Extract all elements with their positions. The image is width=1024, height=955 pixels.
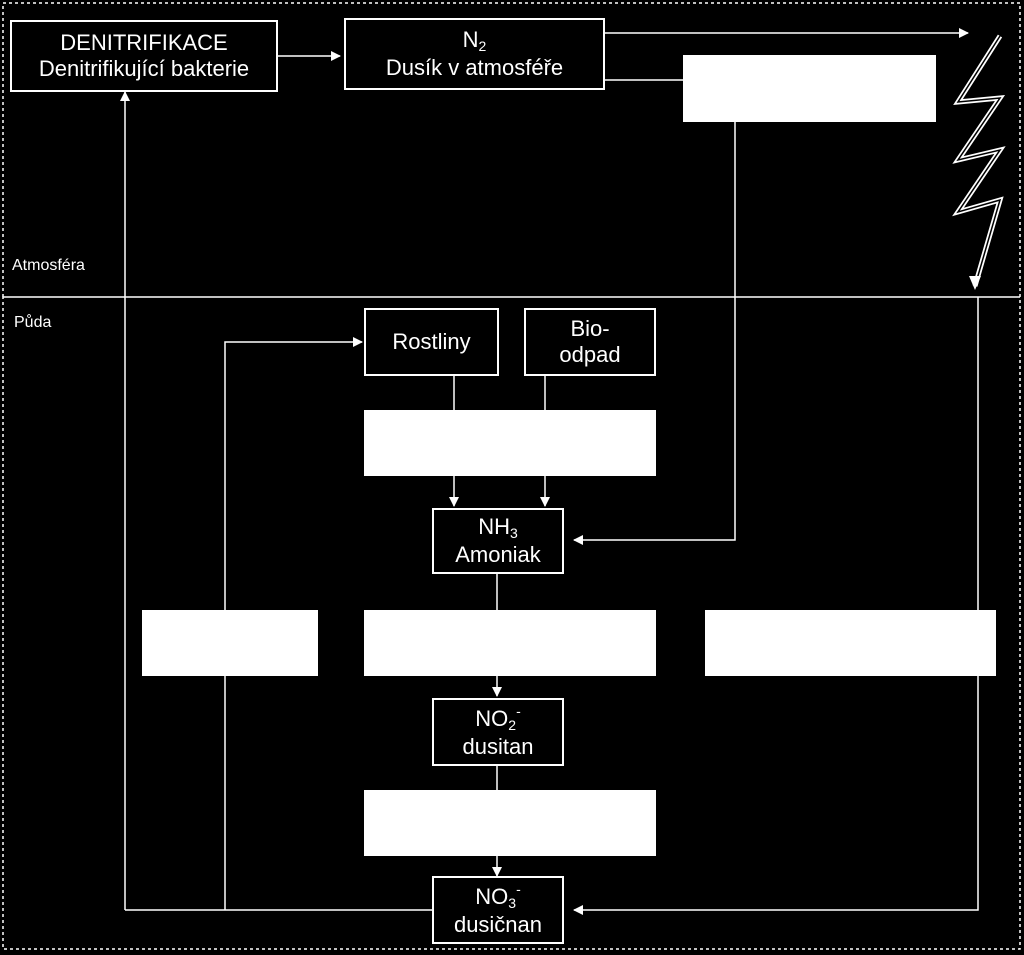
node-plants: Rostliny [364, 308, 499, 376]
node-denitrification: DENITRIFIKACE Denitrifikující bakterie [10, 20, 278, 92]
region-label-soil: Půda [14, 314, 52, 331]
node-ammonia: NH3 Amoniak [432, 508, 564, 574]
node-nitrate: NO3- dusičnan [432, 876, 564, 944]
lightning-bolt-inner [956, 35, 1002, 287]
denitrification-subtitle: Denitrifikující bakterie [38, 56, 250, 81]
plants-label: Rostliny [392, 328, 471, 354]
nitrite-formula: NO2- [475, 703, 521, 734]
blank-box-assimilation [142, 610, 318, 676]
ammonia-formula: NH3 [478, 513, 518, 541]
node-nitrite: NO2- dusitan [432, 698, 564, 766]
denitrification-title: DENITRIFIKACE [60, 29, 228, 55]
blank-box-nitrification-1 [364, 610, 656, 676]
blank-box-nitrification-2 [364, 790, 656, 856]
n2-name: Dusík v atmosféře [385, 54, 564, 80]
lightning-arrowhead [969, 276, 981, 290]
biowaste-line1: Bio- [570, 315, 610, 341]
lightning-bolt [952, 34, 1006, 287]
atmosphere-frame [2, 2, 1021, 298]
blank-box-atmospheric-fixation [705, 610, 996, 676]
biowaste-line2: odpad [559, 342, 621, 367]
node-n2: N2 Dusík v atmosféře [344, 18, 605, 90]
blank-box-decomposition [364, 410, 656, 476]
soil-frame [2, 296, 1021, 950]
nitrate-name: dusičnan [453, 912, 543, 938]
n2-formula: N2 [462, 26, 487, 54]
arrow-assimilation-to-plants [224, 337, 363, 610]
blank-box-fixation [683, 55, 936, 122]
arrow-fixation-to-ammonia [573, 122, 736, 545]
ammonia-name: Amoniak [455, 541, 541, 567]
arrow-lightning-to-nitrate [573, 297, 979, 915]
node-biowaste: Bio- odpad [524, 308, 656, 376]
region-label-atmosphere: Atmosféra [12, 257, 85, 274]
nitrite-name: dusitan [462, 734, 534, 760]
nitrate-formula: NO3- [475, 881, 521, 912]
